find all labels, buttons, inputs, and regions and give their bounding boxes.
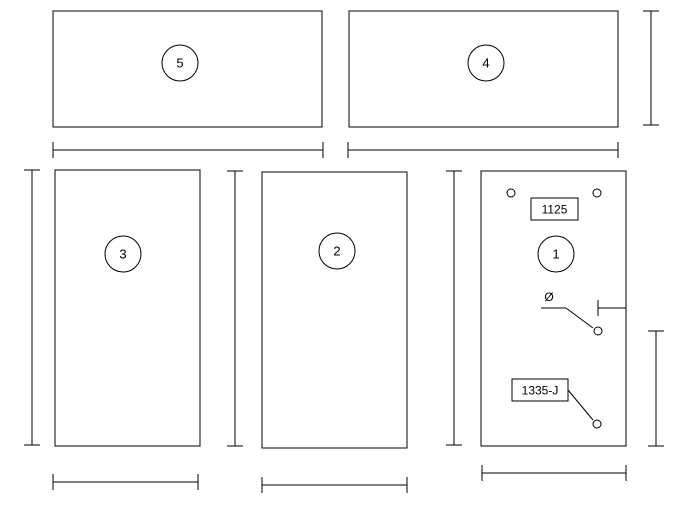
mounting-hole-top-left <box>506 188 516 198</box>
tag-top-label: 1125 <box>542 203 568 217</box>
panel-1-height-dimension <box>446 170 462 446</box>
panel-4-number-circle <box>467 44 505 82</box>
panel-5-number-circle <box>161 44 199 82</box>
panel-3: 3 <box>54 169 201 447</box>
panel-2-width-dimension <box>261 477 408 493</box>
switch-blade <box>565 307 594 329</box>
switch-contact <box>593 326 603 336</box>
panel-5-number: 5 <box>176 56 183 71</box>
panel-4-number: 4 <box>482 56 489 71</box>
panel-4: 4 <box>348 10 619 128</box>
panel-1-number: 1 <box>552 247 559 262</box>
tag-top-box <box>530 197 579 221</box>
panel-3-number-circle <box>104 235 142 273</box>
diameter-symbol-label: Ø <box>544 290 553 304</box>
panel-1-number-circle <box>537 235 575 273</box>
panel-1-lower-dimension <box>648 330 664 447</box>
panel-2: 2 <box>261 171 408 449</box>
panel-5-width-dimension <box>52 142 324 158</box>
panel-1: 1125 1 Ø 1335-J <box>480 170 627 447</box>
panel-2-outline <box>261 171 408 449</box>
panel-3-height-dimension <box>24 169 40 446</box>
panel-2-number: 2 <box>333 244 340 259</box>
panel-4-outline <box>348 10 619 128</box>
panel-2-number-circle <box>318 232 356 270</box>
tag-bottom-leader <box>567 389 594 421</box>
panel-4-width-dimension <box>347 142 619 158</box>
panel-3-outline <box>54 169 201 447</box>
panel-1-width-dimension <box>481 465 627 481</box>
terminal-bottom <box>592 419 602 429</box>
panel-2-height-dimension <box>227 170 243 447</box>
panel-5-outline <box>52 10 323 128</box>
panel-3-number: 3 <box>119 247 126 262</box>
panel-3-width-dimension <box>52 474 199 490</box>
panel-4-height-dimension <box>643 10 659 126</box>
panel-1-side-marker <box>597 300 626 316</box>
tag-bottom-label: 1335-J <box>522 384 559 398</box>
mounting-hole-top-right <box>592 188 602 198</box>
panel-5: 5 <box>52 10 323 128</box>
